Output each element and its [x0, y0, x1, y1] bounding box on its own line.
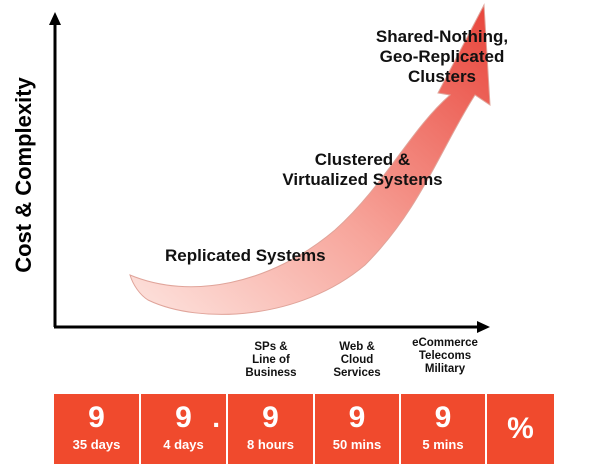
- nine-digit: 9: [175, 401, 192, 434]
- nine-digit: 9: [348, 401, 366, 434]
- y-axis-label: Cost & Complexity: [11, 77, 36, 273]
- percent-cell: %: [487, 394, 554, 464]
- segment-label-web-cloud: Web & Cloud Services: [333, 341, 381, 379]
- x-axis: [54, 321, 490, 333]
- growth-arrow: [129, 3, 491, 315]
- nine-digit: 9: [88, 401, 105, 434]
- nine-duration: 50 mins: [332, 437, 382, 452]
- stage-label-clustered: Clustered & Virtualized Systems: [282, 150, 443, 189]
- percent-symbol: %: [507, 412, 534, 445]
- nine-cell: 9 8 hours: [228, 394, 315, 464]
- nine-duration: 5 mins: [422, 437, 464, 452]
- nine-digit: 9: [434, 401, 452, 434]
- segment-label-sps: SPs & Line of Business: [245, 341, 297, 379]
- nine-duration: 35 days: [72, 437, 121, 452]
- nine-digit: 9: [262, 401, 279, 434]
- stage-label-shared-nothing: Shared-Nothing, Geo-Replicated Clusters: [375, 27, 509, 86]
- nine-duration: 8 hours: [247, 437, 294, 452]
- segment-label-ecommerce: eCommerce Telecoms Military: [412, 337, 478, 375]
- nine-duration: 4 days: [163, 437, 204, 452]
- decimal-point: .: [212, 402, 220, 433]
- stage-label-replicated: Replicated Systems: [165, 246, 326, 265]
- availability-nines-bar: 9 35 days 9 . 4 days 9 8 hours 9 50 mins…: [54, 394, 554, 464]
- nine-cell: 9 . 4 days: [141, 394, 228, 464]
- nine-cell: 9 35 days: [54, 394, 141, 464]
- nine-cell: 9 5 mins: [401, 394, 487, 464]
- nine-cell: 9 50 mins: [315, 394, 401, 464]
- y-axis: [49, 12, 61, 327]
